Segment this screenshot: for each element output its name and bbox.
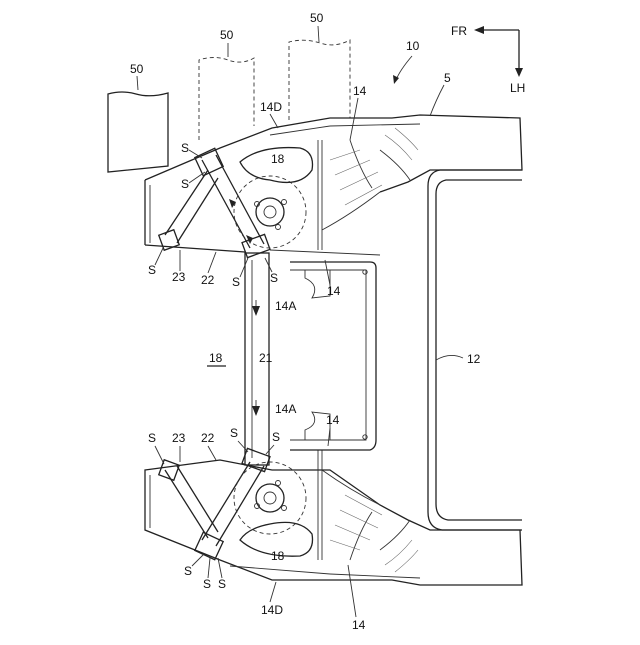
svg-text:21: 21 — [259, 351, 273, 365]
brace-23-lower — [159, 460, 218, 538]
svg-text:5: 5 — [444, 71, 451, 85]
svg-text:14: 14 — [327, 284, 341, 298]
side-member-12: 12 — [428, 170, 522, 530]
svg-text:14A: 14A — [275, 402, 296, 416]
svg-text:23: 23 — [172, 270, 186, 284]
svg-text:14D: 14D — [260, 100, 282, 114]
lh-label: LH — [510, 81, 525, 95]
member-50-left: 50 — [108, 62, 168, 172]
svg-text:S: S — [203, 577, 211, 591]
svg-text:S: S — [184, 564, 192, 578]
svg-text:14A: 14A — [275, 299, 296, 313]
member-50-mid: 50 — [199, 28, 254, 140]
svg-text:18: 18 — [271, 152, 285, 166]
flow-arrow-2 — [252, 406, 260, 416]
svg-text:12: 12 — [467, 352, 481, 366]
svg-text:S: S — [181, 141, 189, 155]
svg-text:14D: 14D — [261, 603, 283, 617]
flow-arrow-1 — [252, 306, 260, 316]
mount-lower: 18 — [234, 462, 313, 563]
member-21: 21 — [245, 253, 273, 465]
member-50-right: 50 — [289, 11, 350, 120]
svg-text:S: S — [270, 271, 278, 285]
svg-text:S: S — [232, 275, 240, 289]
cross-member-14-lower — [318, 450, 418, 572]
svg-text:22: 22 — [201, 431, 215, 445]
svg-text:S: S — [148, 431, 156, 445]
svg-text:50: 50 — [220, 28, 234, 42]
svg-text:23: 23 — [172, 431, 186, 445]
svg-text:S: S — [148, 263, 156, 277]
direction-indicator: FR LH — [451, 24, 525, 95]
lh-arrowhead — [515, 68, 523, 77]
svg-text:S: S — [218, 577, 226, 591]
svg-text:S: S — [181, 177, 189, 191]
subframe-outline — [145, 115, 522, 585]
svg-text:S: S — [230, 426, 238, 440]
svg-text:14: 14 — [352, 618, 366, 632]
svg-text:18: 18 — [271, 549, 285, 563]
svg-text:10: 10 — [406, 39, 420, 53]
svg-text:50: 50 — [130, 62, 144, 76]
svg-text:22: 22 — [201, 273, 215, 287]
svg-text:18: 18 — [209, 351, 223, 365]
svg-text:14: 14 — [353, 84, 367, 98]
fr-label: FR — [451, 24, 467, 38]
fr-arrowhead — [474, 26, 484, 34]
svg-text:14: 14 — [326, 413, 340, 427]
svg-text:50: 50 — [310, 11, 324, 25]
reference-labels: 10 5 14D 14 S S S 23 22 S S 14A 14 18 14… — [148, 39, 451, 632]
svg-text:S: S — [272, 430, 280, 444]
mount-upper: 18 — [234, 148, 313, 248]
